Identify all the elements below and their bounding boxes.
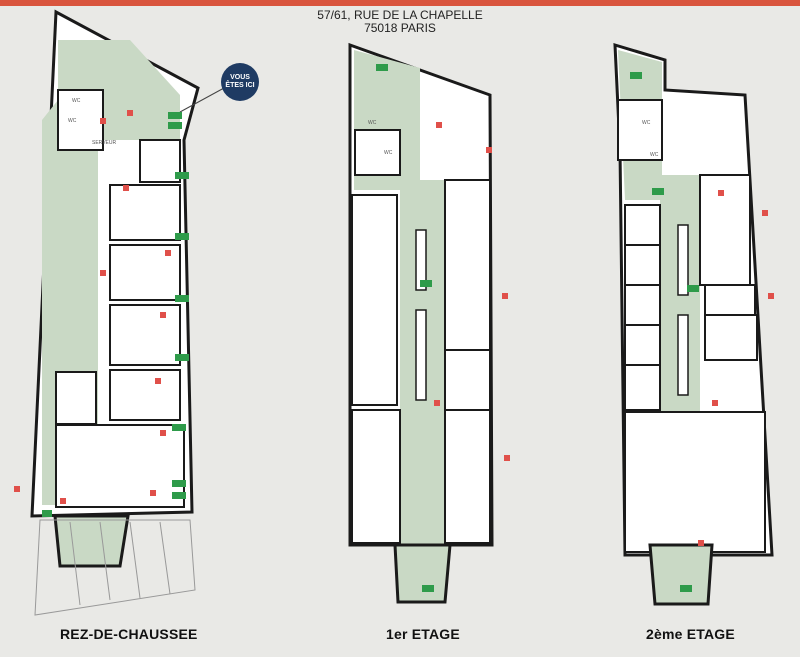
room-wc-label: WC [72,98,81,104]
room-wc-label-6: WC [650,152,659,158]
address-street: 57/61, RUE DE LA CHAPELLE [317,8,483,22]
room-wc-label-3: WC [368,120,377,126]
fire-equipment-markers [14,110,774,546]
you-are-here-badge: VOUS ÊTES ICI [221,63,259,101]
top-border [0,0,800,6]
plan-1er-etage [348,42,494,604]
plan-rez-de-chaussee [30,9,200,616]
floor-label-2eme: 2ème ETAGE [646,626,735,642]
room-wc-label-2: WC [68,118,77,124]
room-server-label: SERVEUR [92,140,117,146]
plan-2eme-etage [613,42,774,606]
address-header: 57/61, RUE DE LA CHAPELLE 75018 PARIS [250,9,550,35]
room-wc-label-4: WC [384,150,393,156]
floor-label-1er: 1er ETAGE [386,626,460,642]
room-wc-label-5: WC [642,120,651,126]
address-city: 75018 PARIS [364,21,436,35]
floor-label-rdc: REZ-DE-CHAUSSEE [60,626,198,642]
exit-signs [42,64,699,592]
